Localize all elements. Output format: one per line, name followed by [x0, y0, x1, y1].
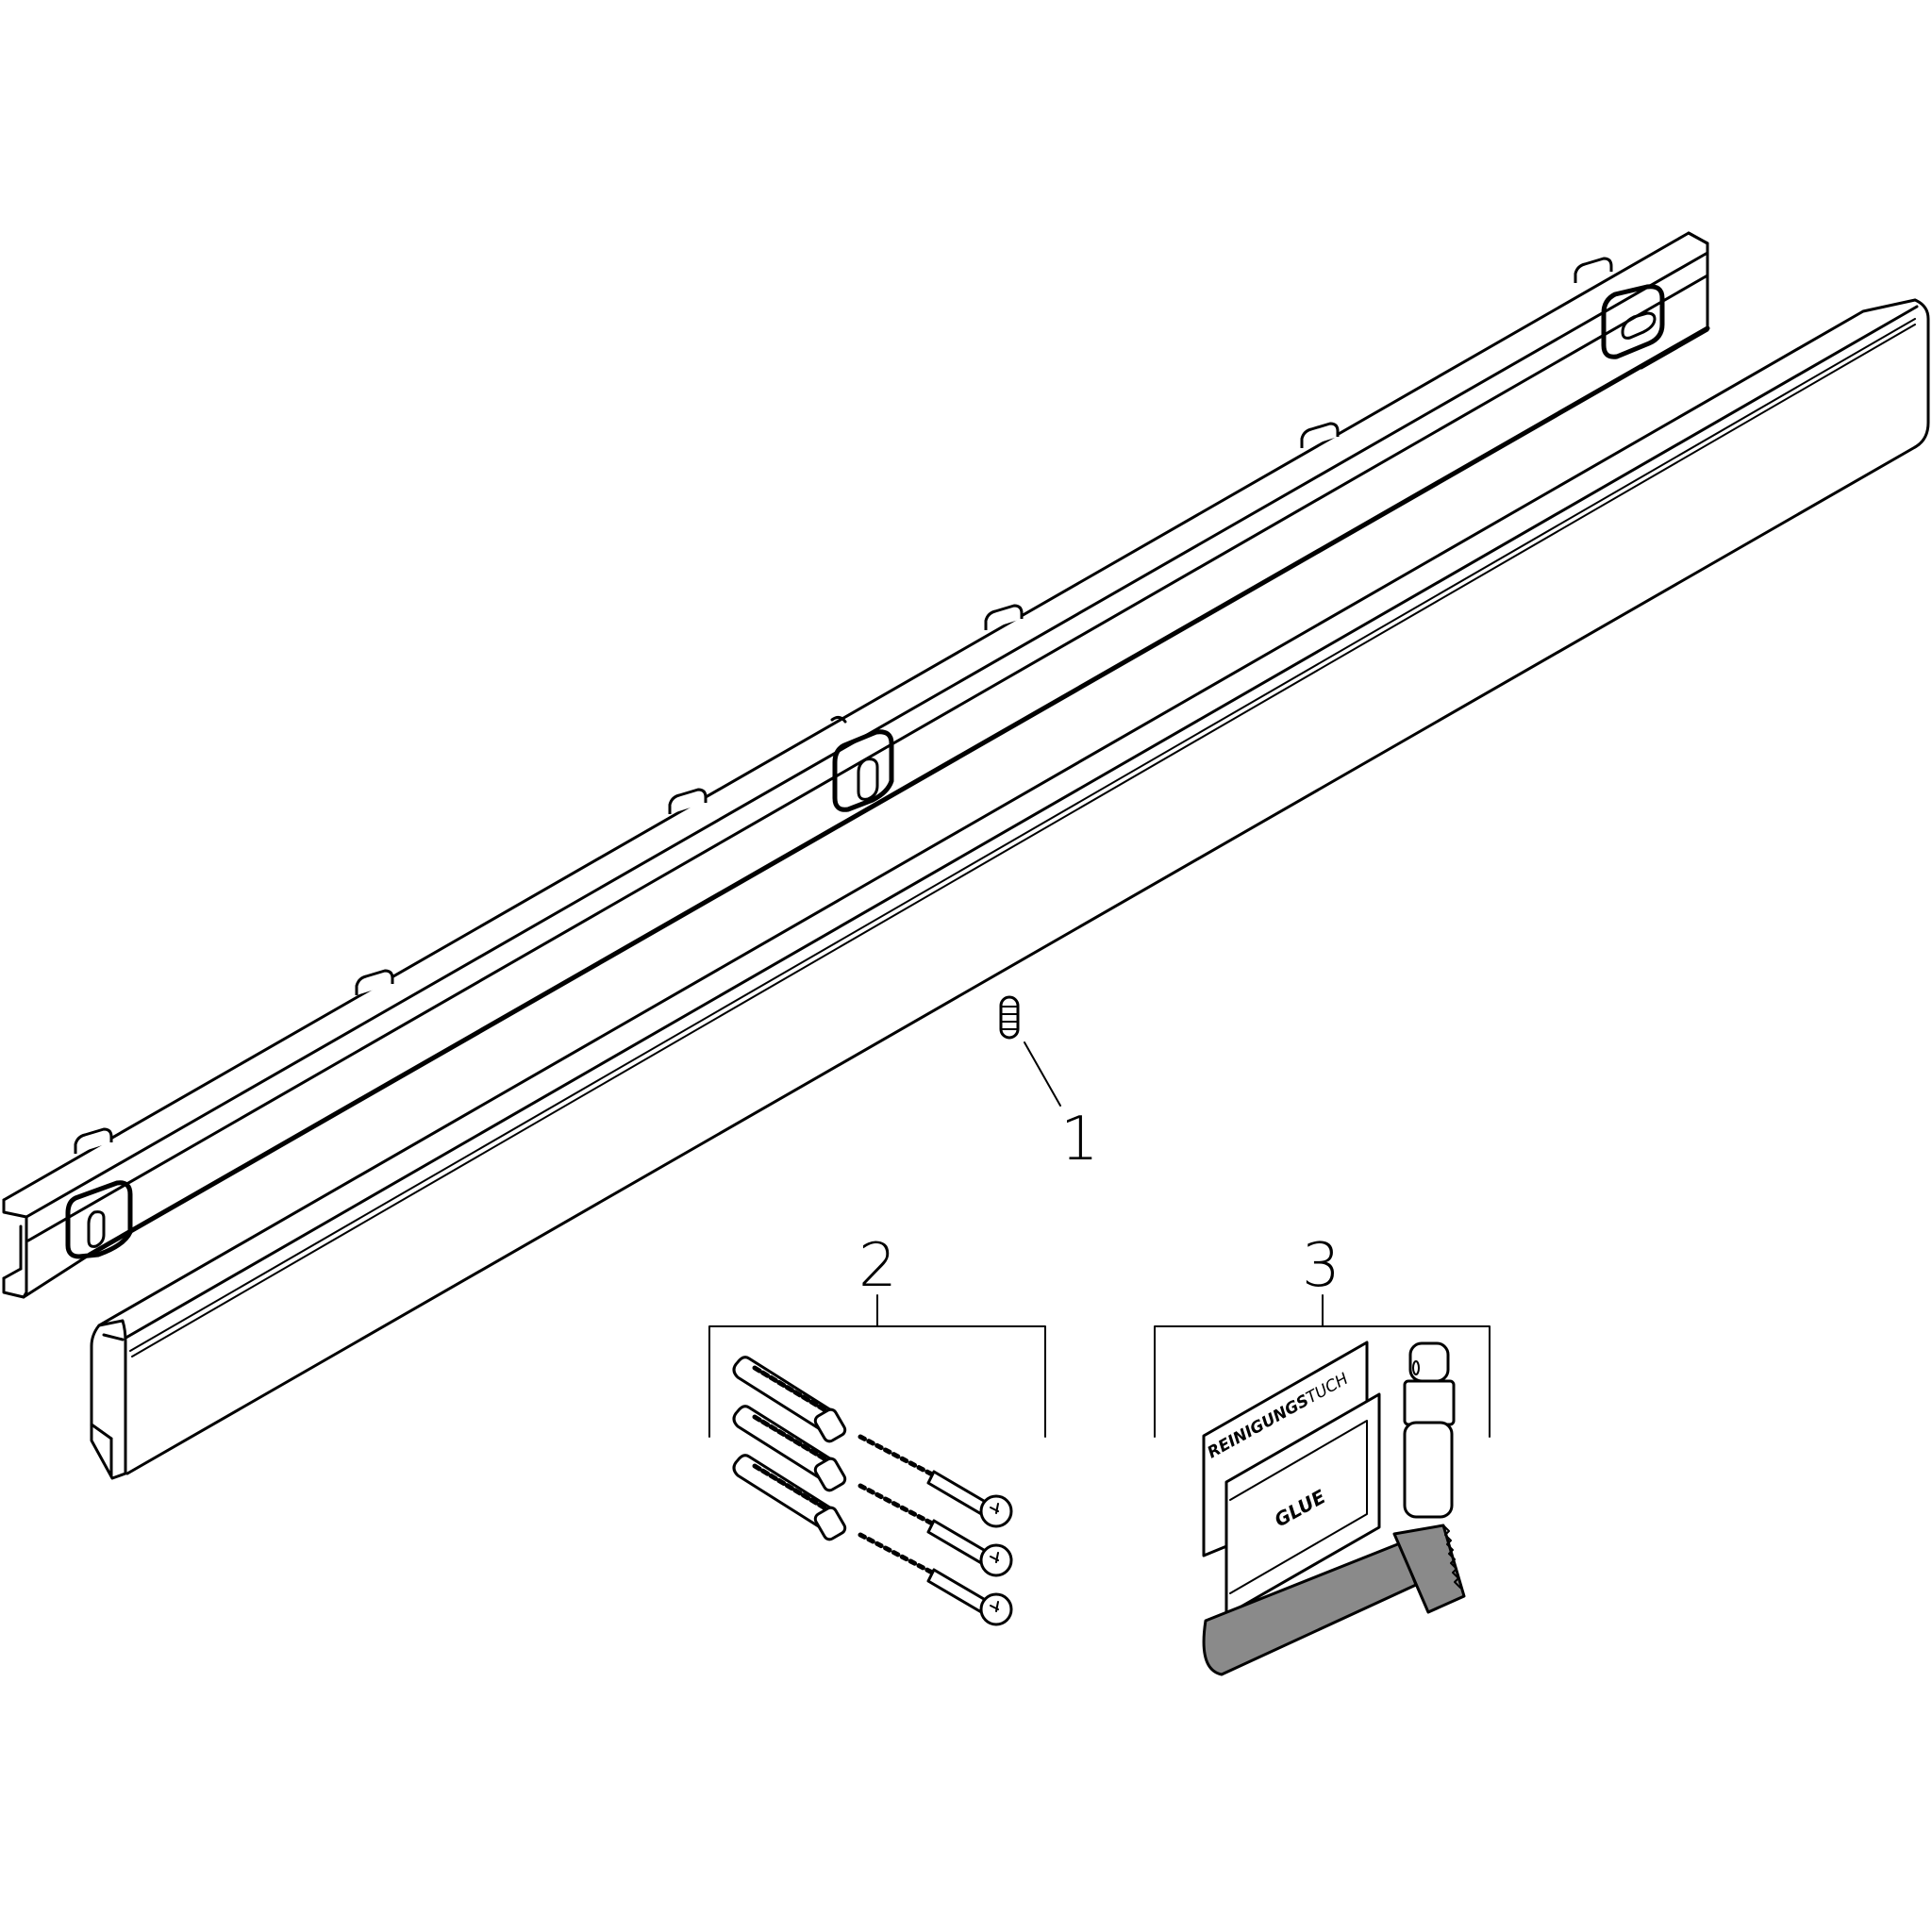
- rail-mounting-hole-center: [832, 729, 894, 812]
- part-2-bracket: [708, 1294, 1046, 1438]
- anchor-screw-set: [732, 1405, 1013, 1577]
- rail-mounting-hole-right: [1601, 284, 1665, 359]
- part-3-bracket: [1154, 1294, 1491, 1438]
- mounting-rail: [2, 231, 1710, 1299]
- spray-bottle: [1403, 1341, 1456, 1519]
- rail-clips: [74, 257, 1613, 1154]
- part-2-anchors-screws: [732, 1356, 1013, 1626]
- anchor-screw-set: [732, 1356, 1013, 1528]
- callout-1: 1: [1060, 1105, 1099, 1174]
- glue-sachet: [1224, 1392, 1381, 1617]
- callout-3: 3: [1302, 1231, 1341, 1301]
- callout-2: 2: [858, 1231, 897, 1301]
- part-1-set-screw: [999, 995, 1061, 1107]
- part-3-installation-kit: REINIGUNGSTUCH GLUE: [1202, 1341, 1466, 1676]
- rail-mounting-hole-left: [65, 1180, 133, 1259]
- callout-1-leader: [1024, 1041, 1061, 1107]
- cover-bar: [90, 298, 1930, 1480]
- anchor-screw-set: [732, 1454, 1013, 1626]
- glue-tube: [1202, 1524, 1466, 1676]
